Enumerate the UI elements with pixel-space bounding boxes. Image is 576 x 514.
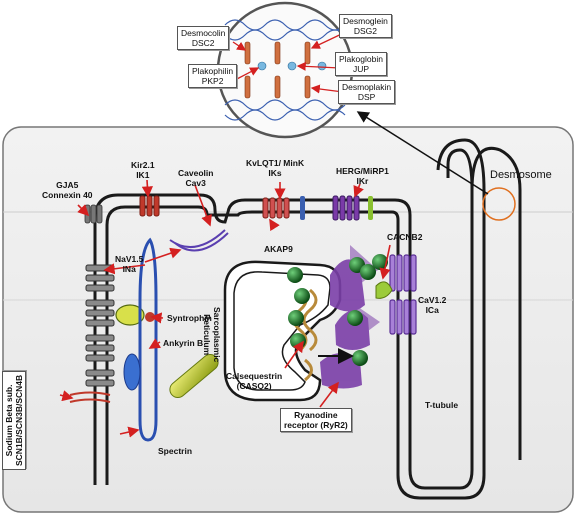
ca-ion xyxy=(287,267,303,283)
label-syntrophin: Syntrophin xyxy=(167,313,212,323)
label-sr: Sarcoplasmic Reticulum xyxy=(202,307,222,363)
plasma-membrane xyxy=(93,148,474,490)
desmosome-zoom-arrows xyxy=(232,29,351,94)
ca-ion xyxy=(372,254,388,270)
label-ryr: Ryanodine receptor (RyR2) xyxy=(280,408,352,432)
syntrophin-complex xyxy=(115,304,145,326)
ryanodine-receptors xyxy=(320,245,380,389)
label-desmoglein: Desmoglein DSG2 xyxy=(339,14,392,38)
mink-subunit xyxy=(300,196,305,220)
label-kir21: Kir2.1 IK1 xyxy=(131,160,155,180)
label-spectrin: Spectrin xyxy=(158,446,193,456)
cacnb2-subunit xyxy=(375,281,393,299)
label-plakoglobin: Plakoglobin JUP xyxy=(335,52,387,76)
ca-ion xyxy=(347,310,363,326)
ca-ion xyxy=(290,333,306,349)
label-beta: Sodium Beta sub. SCN1B/SCN3B/SCN4B xyxy=(2,370,26,470)
label-ttubule: T-tubule xyxy=(425,400,459,410)
kir21-channel xyxy=(139,195,160,217)
desmosome-marker xyxy=(482,187,516,221)
calcium-ions xyxy=(287,254,388,366)
spectrin-loop xyxy=(138,237,158,442)
label-casq: Calsequestrin (CASQ2) xyxy=(226,371,283,391)
label-desmosome: Desmosome xyxy=(490,169,552,181)
label-cacnb2: CACNB2 xyxy=(387,232,423,242)
label-gja5: GJA5 Connexin 40 xyxy=(42,180,93,200)
desmosome-zoom-circle xyxy=(216,1,354,139)
ca-ion xyxy=(288,310,304,326)
ankyrin-b xyxy=(169,354,219,398)
label-cav12: CaV1.2 ICa xyxy=(418,295,447,315)
mirp1-subunit xyxy=(368,196,373,220)
label-plakophilin: Plakophilin PKP2 xyxy=(188,64,238,88)
herg-channel xyxy=(332,195,360,221)
label-ankyrin: Ankyrin B xyxy=(163,338,204,348)
plasma-membrane-inner xyxy=(105,138,486,500)
t-tubule-outline xyxy=(470,147,522,460)
sr-inner xyxy=(233,271,331,391)
spectrin-domain xyxy=(123,353,141,391)
nav15-channel xyxy=(85,264,115,387)
kvlqt1-channel xyxy=(262,197,290,219)
label-akap9: AKAP9 xyxy=(264,244,293,254)
label-kvlqt1: KvLQT1/ MinK IKs xyxy=(246,158,305,178)
label-herg: HERG/MiRP1 IKr xyxy=(336,166,389,186)
label-caveolin: Caveolin Cav3 xyxy=(178,168,214,188)
caveolin-chain xyxy=(169,229,229,252)
ca-ion xyxy=(352,350,368,366)
zoom-link-arrow xyxy=(356,111,489,195)
desmosome-cadherins xyxy=(244,41,311,99)
desmosome-zoom-detail xyxy=(224,19,346,121)
label-desmocolin: Desmocolin DSC2 xyxy=(177,26,230,50)
ca-ion xyxy=(294,288,310,304)
ca-ion xyxy=(360,264,376,280)
label-nav15: NaV1.5 INa xyxy=(115,254,144,274)
desmosome-plakins xyxy=(257,61,327,71)
cav12-channel xyxy=(389,254,417,335)
callout-arrows xyxy=(59,179,391,438)
label-desmoplakin: Desmoplakin DSP xyxy=(338,80,396,104)
